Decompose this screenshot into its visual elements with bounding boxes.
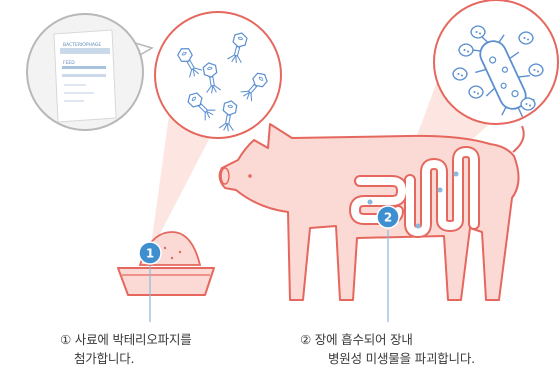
step-1-caption: ① 사료에 박테리오파지를 첨가합니다.: [60, 330, 192, 368]
bacterium-icon: [471, 34, 535, 117]
step-badge-1: 1: [138, 241, 162, 265]
bag-brand-text: BACTERIOPHAGE: [63, 42, 101, 48]
virus-icon: [470, 25, 486, 39]
feed-bag-photo: BACTERIOPHAGE FEED: [26, 13, 154, 131]
step-1-caption-line2: 첨가합니다.: [74, 351, 135, 366]
virus-icon: [458, 43, 474, 57]
step-1-caption-line1: ① 사료에 박테리오파지를: [60, 332, 192, 347]
virus-icon: [528, 63, 544, 77]
feed-bowl-icon: [117, 231, 215, 296]
step-badge-2: 2: [376, 205, 400, 229]
phage-magnify-circle: [154, 11, 282, 139]
step-badge-1-number: 1: [146, 247, 154, 261]
step-2-caption-line2: 병원성 미생물을 파괴합니다.: [328, 351, 475, 366]
virus-icon: [518, 31, 534, 45]
step-2-caption-line1: ② 장에 흡수되어 장내: [300, 332, 413, 347]
bacteria-magnify-circle: [433, 0, 559, 125]
virus-icon: [468, 85, 484, 99]
virus-icon: [452, 67, 468, 81]
step-2-caption: ② 장에 흡수되어 장내 병원성 미생물을 파괴합니다.: [300, 330, 475, 368]
virus-icon: [520, 97, 536, 111]
bag-code-text: FEED: [63, 60, 75, 66]
step-badge-2-number: 2: [384, 211, 392, 225]
